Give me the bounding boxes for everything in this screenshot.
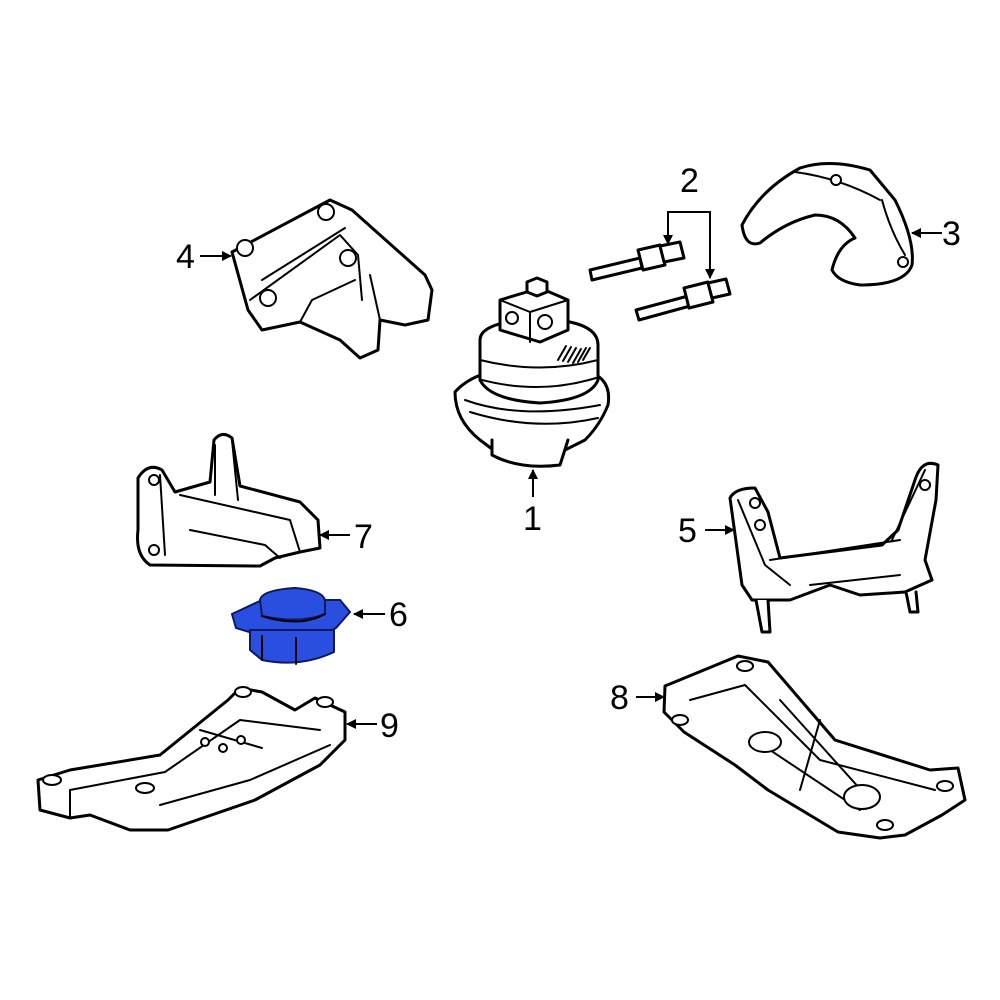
callout-1: 1 — [523, 500, 542, 538]
callout-2: 2 — [680, 162, 699, 200]
part-3-shield[interactable] — [740, 161, 914, 287]
callout-4: 4 — [176, 238, 195, 276]
callout-3: 3 — [942, 215, 961, 253]
callout-9: 9 — [380, 707, 399, 745]
callout-8: 8 — [610, 679, 629, 717]
callout-5: 5 — [678, 512, 697, 550]
part-6-transmission-mount[interactable] — [230, 586, 352, 665]
part-2-bolts[interactable] — [588, 240, 732, 322]
callout-labels: 1 2 3 4 5 6 7 8 9 — [176, 162, 961, 745]
part-9-crossmember[interactable] — [36, 686, 347, 832]
part-7-bracket[interactable] — [136, 433, 322, 568]
part-8-plate[interactable] — [662, 654, 967, 840]
leader-lines — [200, 211, 942, 729]
part-5-crossmember[interactable] — [728, 461, 940, 634]
callout-6: 6 — [389, 596, 408, 634]
part-1-engine-mount[interactable] — [453, 276, 611, 468]
part-4-bracket[interactable] — [230, 198, 434, 360]
callout-7: 7 — [354, 518, 373, 556]
